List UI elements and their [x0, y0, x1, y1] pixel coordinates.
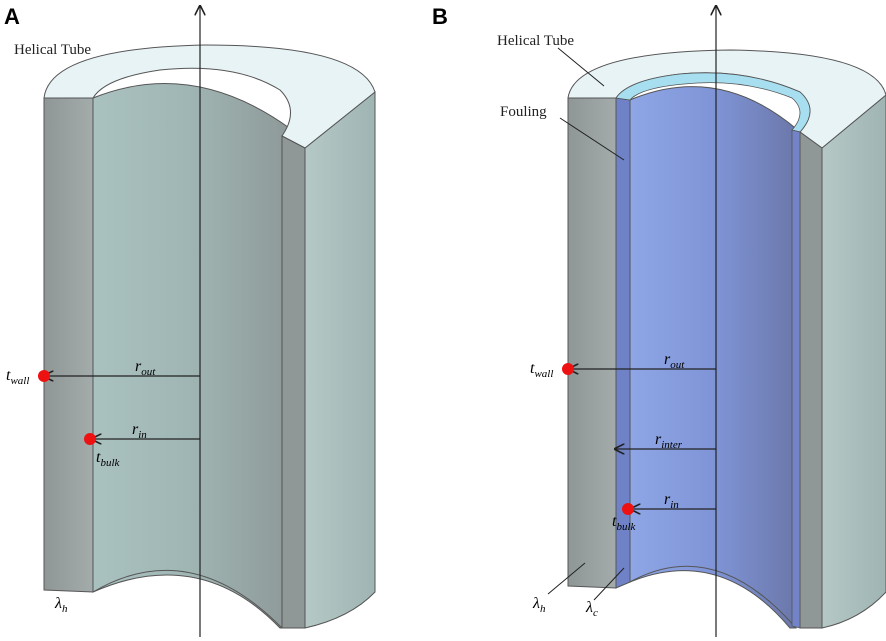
panel-b-helical-tube-label: Helical Tube: [497, 33, 574, 49]
panel-b-right-cut-face: [799, 131, 823, 629]
panel-a-outer-wall: [304, 90, 376, 629]
panel-b: B Helical Tube Fouling rout rinter: [432, 4, 886, 637]
panel-a-helical-tube-label: Helical Tube: [14, 42, 91, 58]
panel-b-inner-bore: [629, 86, 801, 629]
panel-a-lambda-h-label: λh: [54, 595, 68, 615]
panel-b-letter: B: [432, 4, 448, 29]
panel-a-r-out-label: rout: [135, 358, 156, 378]
panel-a-t-bulk-label: tbulk: [96, 449, 121, 469]
panel-b-t-bulk-marker: [622, 503, 634, 515]
panel-b-bottom-curve: [629, 565, 797, 629]
panel-b-lambda-h-label: λh: [532, 595, 546, 615]
panel-b-lambda-c-label: λc: [585, 599, 598, 619]
panel-b-t-wall-marker: [562, 363, 574, 375]
panel-b-fouling-label: Fouling: [500, 104, 547, 120]
panel-a-bottom-curve: [92, 569, 283, 629]
panel-a-t-wall-marker: [38, 370, 50, 382]
panel-b-lambda-h-leader: [547, 562, 586, 595]
panel-a: A Helical Tube rout rin twall tbulk λh: [4, 4, 376, 637]
panel-b-right-fouling-edge: [791, 129, 801, 629]
panel-b-t-bulk-label: tbulk: [612, 513, 637, 533]
panel-b-fouling-leader: [559, 117, 625, 161]
panel-b-lambda-c-leader: [593, 567, 625, 601]
panel-a-inner-bore: [92, 83, 307, 629]
panel-a-right-cut-face: [281, 135, 306, 629]
panel-a-t-wall-label: twall: [6, 367, 29, 387]
panel-a-left-cut-face: [43, 97, 94, 593]
panel-a-r-in-label: rin: [132, 421, 147, 441]
panel-a-t-bulk-marker: [84, 433, 96, 445]
panel-b-r-in-label: rin: [664, 491, 679, 511]
panel-b-left-cut-face: [567, 97, 617, 589]
panel-b-outer-wall: [821, 94, 886, 629]
panel-b-r-inter-label: rinter: [655, 431, 683, 451]
panel-b-t-wall-label: twall: [530, 360, 553, 380]
panel-b-helical-tube-leader: [557, 47, 605, 87]
panel-a-letter: A: [4, 4, 20, 29]
panel-b-r-out-label: rout: [664, 351, 685, 371]
